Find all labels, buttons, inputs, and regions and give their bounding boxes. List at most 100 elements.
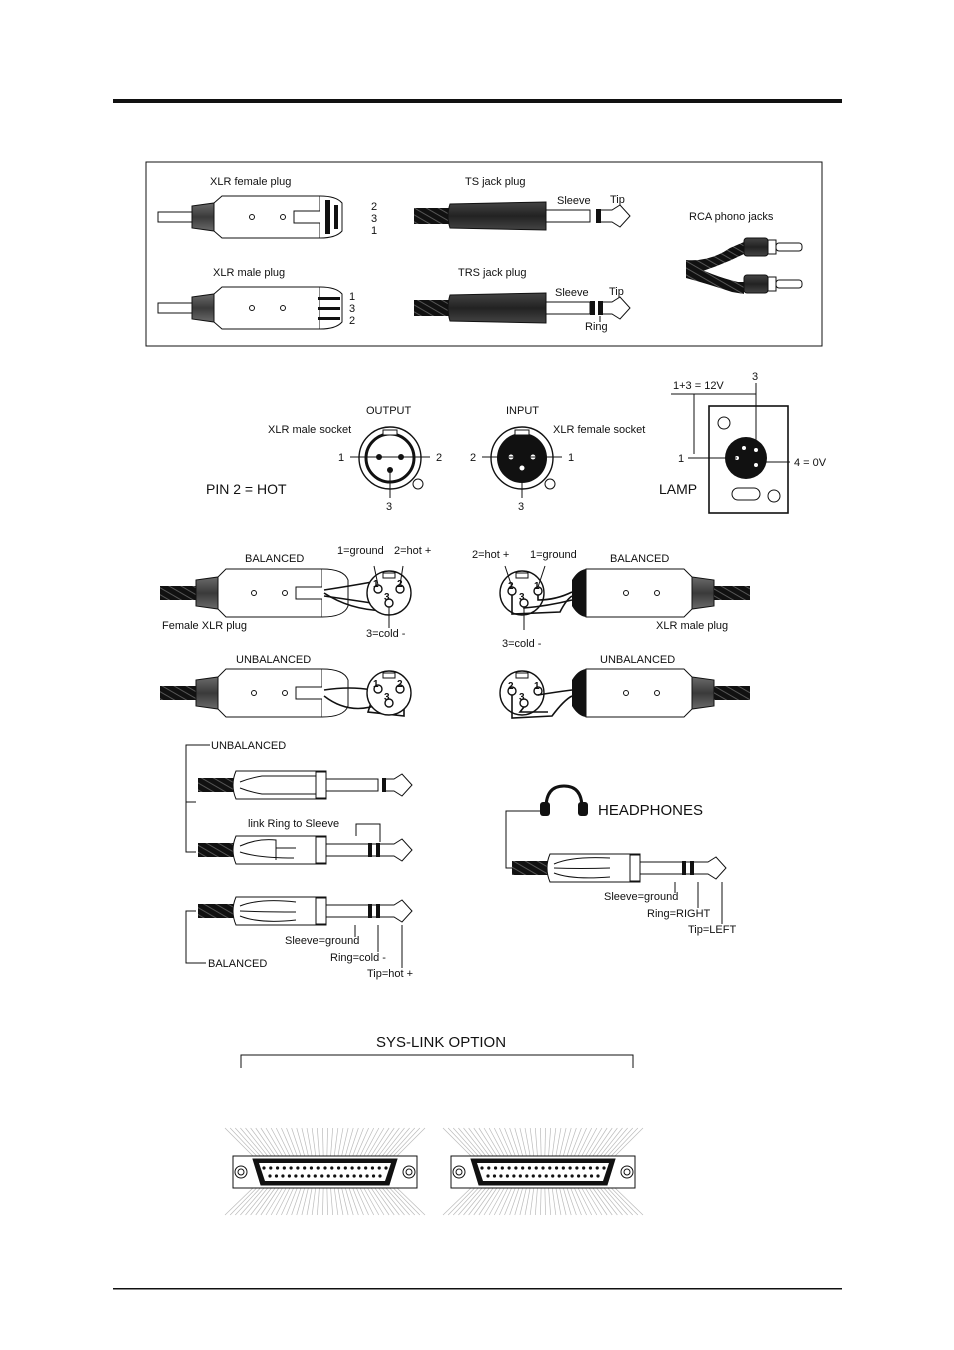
shield-ray [452,1185,481,1216]
shield-ray [573,1185,587,1216]
shield-ray [488,1185,506,1216]
dsub-pin [358,1174,363,1178]
dsub-pin [564,1174,568,1178]
shield-ray [391,1127,421,1159]
shield-ray [551,1127,557,1159]
shield-ray [351,1185,364,1216]
dsub-pin [281,1174,285,1178]
connectors-box: XLR female plug 2 3 1 XLR male plug 1 3 … [145,161,823,347]
shield-ray [369,1185,390,1216]
dsub-pin [541,1166,545,1170]
trs-tip-label: Tip [609,286,624,298]
shield-ray [365,1185,385,1216]
headphones-sleeve-label: Sleeve=ground [604,891,678,903]
dsub-pin [326,1174,330,1178]
left-unbalanced-label: UNBALANCED [236,654,311,666]
syslink-title: SYS-LINK OPTION [376,1034,506,1051]
shield-ray [580,1185,598,1216]
right-unbalanced-label: UNBALANCED [600,654,675,666]
link-ring-sleeve-label: link Ring to Sleeve [248,818,339,830]
shield-ray [245,1127,270,1159]
shield-ray [348,1185,359,1216]
shield-ray [447,1185,477,1216]
xlr-female-balanced-wiring: 1 2 3 [160,565,412,628]
jack-ring-cold-label: Ring=cold - [330,952,386,964]
dsub-pin [287,1174,292,1178]
shield-ray [255,1127,277,1159]
shield-ray [330,1127,334,1159]
shield-ray [365,1127,385,1159]
dsub-pin [316,1166,320,1170]
input-socket: INPUT XLR female socket 2 1 3 [470,405,645,513]
dsub-connector-right [442,1127,644,1216]
dsub-pin [371,1174,376,1178]
xlr-male-plug-label: XLR male plug [213,267,285,279]
syslink-bracket [240,1054,634,1068]
pin2-hot-label: PIN 2 = HOT [206,481,287,497]
dsub-pin [554,1166,559,1170]
shield-ray [548,1127,552,1159]
shield-ray [296,1127,306,1159]
shield-ray [601,1127,628,1159]
xlr-female-pin-1: 1 [371,225,377,237]
shield-ray [250,1127,274,1159]
jack-unbalanced-group [185,744,413,865]
shield-ray [387,1185,416,1216]
shield-ray [458,1127,485,1159]
xlr-female-pin-3: 3 [371,213,377,225]
shield-ray [442,1185,474,1216]
shield-ray [245,1185,270,1216]
shield-ray [255,1185,277,1216]
dsub-pin [370,1166,375,1170]
screw-hole [623,1168,631,1176]
shield-ray [260,1127,281,1159]
shield-ray [576,1185,593,1216]
shield-ray [493,1185,510,1216]
shield-ray [605,1185,634,1216]
shield-ray [612,1185,644,1216]
dsub-pin [268,1174,272,1178]
right-ground-label: 1=ground [530,549,577,561]
shield-ray [387,1127,416,1159]
dsub-pin [583,1174,587,1178]
dsub-pin [568,1166,572,1170]
dsub-pin [294,1174,298,1178]
shield-ray [362,1127,380,1159]
bottom-rule [113,1288,842,1290]
shield-ray [351,1127,364,1159]
dsub-pin [576,1174,581,1178]
dsub-pin [492,1174,497,1178]
shield-ray [463,1127,488,1159]
shield-ray [340,1127,349,1159]
shield-ray [540,1185,542,1216]
xlr-male-plug-wiring-label: XLR male plug [656,620,728,632]
shield-ray [587,1185,608,1216]
dsub-pin [282,1166,286,1170]
shield-ray [291,1127,302,1159]
shield-ray [573,1127,587,1159]
lamp-pin-1-label: 1 [678,453,684,465]
dsub-pin [505,1174,510,1178]
shield-ray [306,1127,313,1159]
shield-ray [383,1127,410,1159]
shield-ray [275,1185,292,1216]
shield-ray [344,1185,354,1216]
shield-ray [473,1185,495,1216]
ts-tip-label: Tip [610,194,625,206]
shield-ray [281,1185,295,1216]
shield-ray [355,1185,369,1216]
xlr-male-pin-1: 1 [349,291,355,303]
shield-ray [344,1127,354,1159]
right-unbal-digit-3: 3 [519,692,525,703]
jack-sleeve-ground-label: Sleeve=ground [285,935,359,947]
shield-ray [499,1127,513,1159]
shield-ray [394,1185,426,1216]
shield-ray [275,1127,292,1159]
right-cold-label: 3=cold - [502,638,542,650]
shield-ray [286,1185,299,1216]
dsub-pin [487,1166,491,1170]
shield-ray [316,1185,320,1216]
dsub-pin [320,1174,324,1178]
shield-ray [544,1185,546,1216]
right-bal-digit-2: 2 [508,581,514,592]
